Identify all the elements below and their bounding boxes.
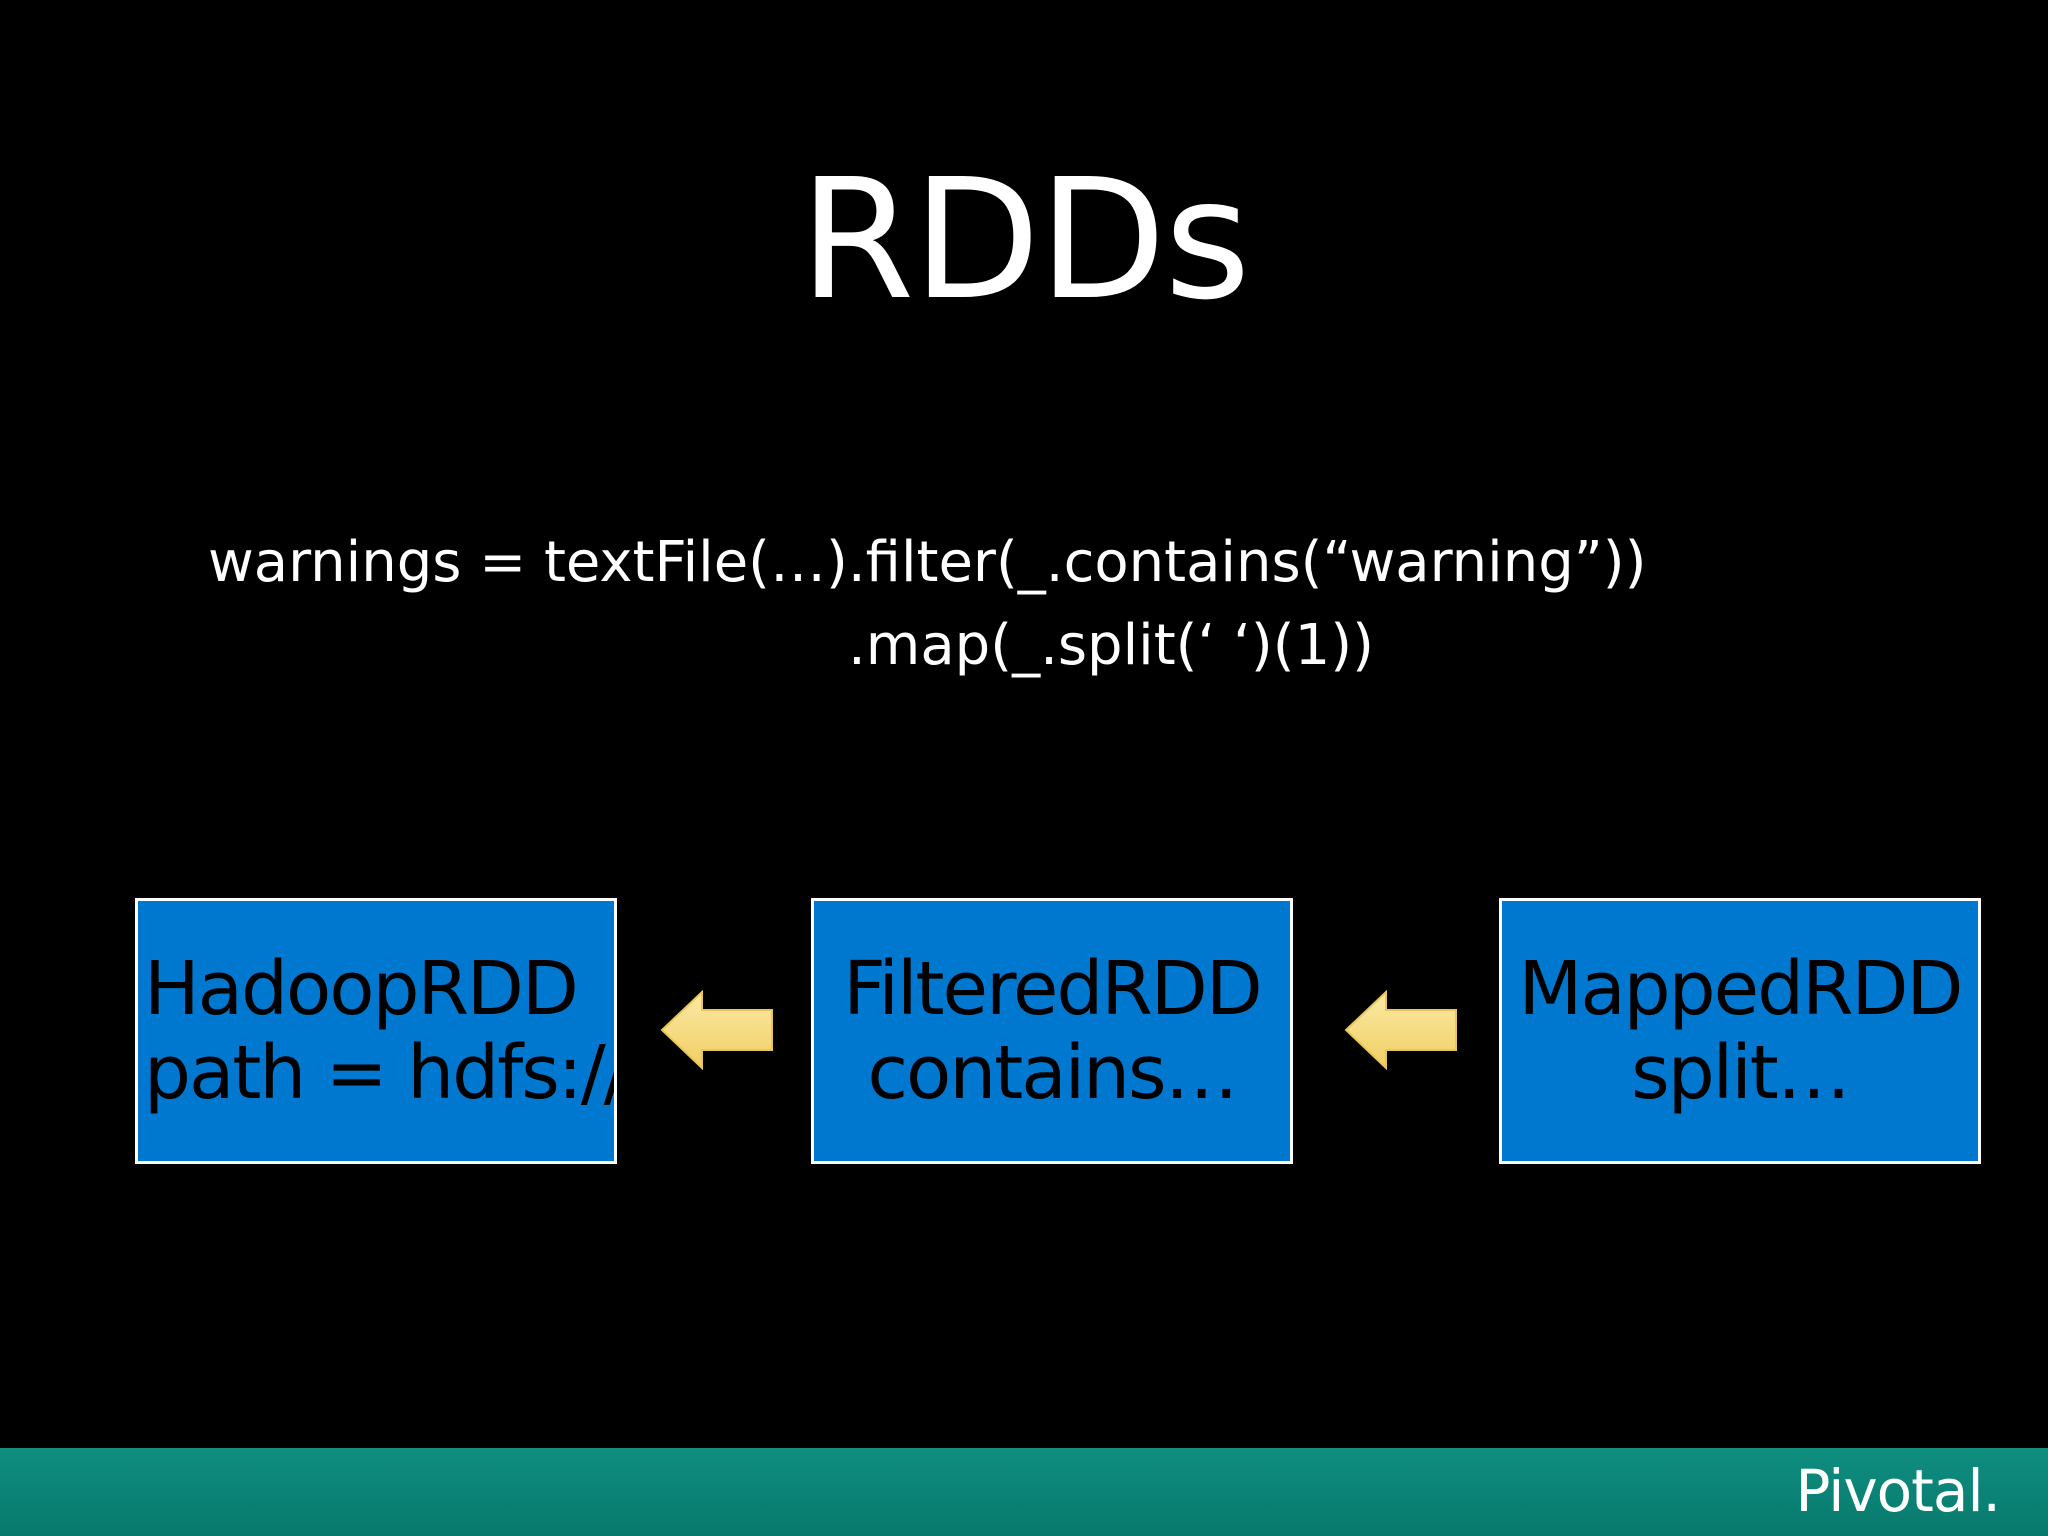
left-arrow-icon: [660, 990, 773, 1070]
code-line-1: warnings = textFile(…).filter(_.contains…: [208, 530, 1647, 595]
code-line-2: .map(_.split(‘ ‘)(1)): [848, 613, 1374, 678]
mapped-rdd-detail: split…: [1631, 1030, 1851, 1116]
filtered-rdd-detail: contains…: [867, 1030, 1238, 1116]
mapped-rdd-box: MappedRDD split…: [1499, 898, 1981, 1164]
hadoop-rdd-box: HadoopRDD path = hdfs://: [135, 898, 617, 1164]
slide-title: RDDs: [799, 144, 1250, 337]
hadoop-rdd-name: HadoopRDD: [144, 945, 579, 1032]
footer-bar: [0, 1448, 2048, 1536]
filtered-rdd-box: FilteredRDD contains…: [811, 898, 1293, 1164]
hadoop-rdd-detail: path = hdfs://: [144, 1030, 617, 1116]
pivotal-logo: Pivotal.: [1795, 1457, 2001, 1525]
mapped-rdd-name: MappedRDD: [1518, 945, 1963, 1032]
left-arrow-icon: [1344, 990, 1457, 1070]
filtered-rdd-name: FilteredRDD: [843, 945, 1263, 1032]
